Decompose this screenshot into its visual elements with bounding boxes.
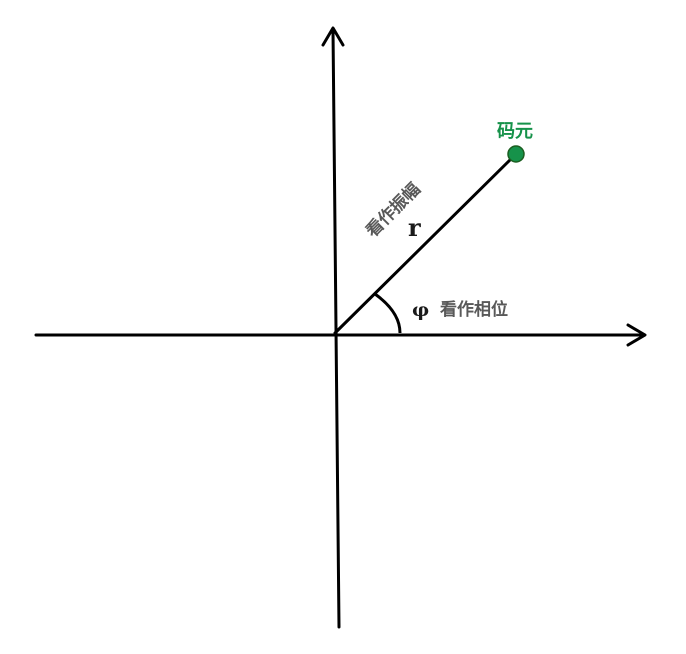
y-axis-line — [331, 28, 341, 629]
x-axis-arrowhead — [626, 323, 647, 347]
radius-symbol: r — [408, 213, 421, 242]
symbol-label: 码元 — [497, 121, 533, 142]
radius-vector — [333, 152, 518, 335]
y-axis — [321, 26, 345, 629]
phase-label: 看作相位 — [439, 299, 508, 320]
symbol-point — [507, 145, 525, 163]
x-axis — [34, 323, 647, 347]
phase-angle-arc — [374, 292, 402, 334]
y-axis-arrowhead — [321, 26, 345, 47]
phase-symbol: φ — [412, 299, 429, 321]
